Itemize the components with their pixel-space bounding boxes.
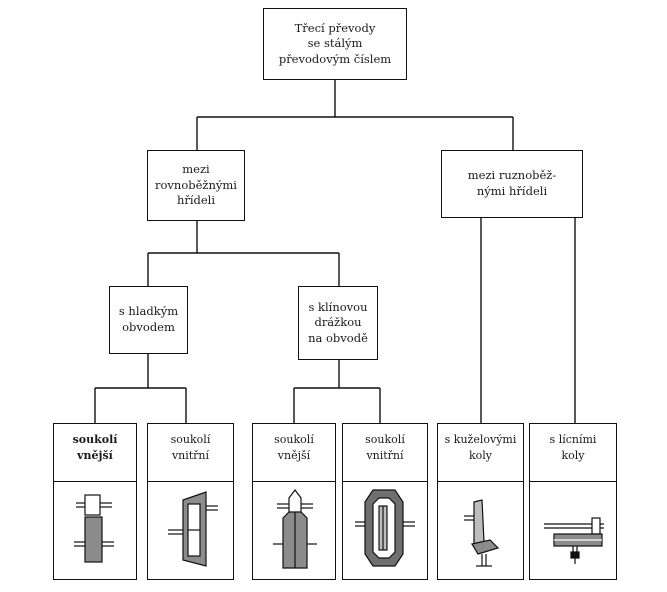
parallel-shafts-box: mezi rovnoběžnými hřídeli [147,150,245,221]
leaf-1-line-1: soukolí [72,433,118,446]
leaf-external-grooved: soukolí vnější [252,423,336,580]
leaf-bevel: s kuželovými koly [437,423,524,580]
leaf-1-line-2: vnější [77,448,113,462]
grooved-rim-box: s klínovou drážkou na obvodě [298,286,378,360]
leaf-external-smooth: soukolí vnější [53,423,137,580]
leaf-2-line-1: soukolí [170,433,211,446]
external-smooth-wheels-icon [54,482,136,579]
root-line-1: Třecí převody [294,20,376,35]
leaf-4-line-2: vnitřní [366,448,404,462]
smooth-line-2: obvodem [122,320,175,334]
leaf-internal-smooth: soukolí vnitřní [147,423,234,580]
parallel-line-3: hřídeli [176,193,216,208]
smooth-line-1: s hladkým [118,304,179,319]
bevel-wheels-icon [438,482,523,579]
parallel-line-1: mezi [182,162,210,177]
leaf-face: s lícními koly [529,423,617,580]
leaf-6-line-1: s lícními [549,433,597,446]
parallel-line-2: rovnoběžnými [155,177,237,192]
leaf-3-line-2: vnější [277,448,311,462]
internal-grooved-wheels-icon [343,482,427,579]
nonparallel-line-2: nými hřídeli [476,184,548,198]
external-grooved-wheels-icon [253,482,335,579]
groove-line-3: na obvodě [308,330,368,345]
leaf-5-line-2: koly [468,448,493,462]
groove-line-1: s klínovou [308,299,368,314]
leaf-4-line-1: soukolí [365,433,405,446]
groove-line-2: drážkou [314,315,362,330]
smooth-rim-box: s hladkým obvodem [109,286,188,354]
root-line-2: se stálým [307,36,363,51]
leaf-6-line-2: koly [561,448,585,462]
root-box: Třecí převody se stálým převodovým čísle… [263,8,407,80]
nonparallel-line-1: mezi ruznoběž- [467,168,557,183]
internal-smooth-wheels-icon [148,482,233,579]
leaf-internal-grooved: soukolí vnitřní [342,423,428,580]
root-line-3: převodovým číslem [278,51,392,66]
leaf-3-line-1: soukolí [274,433,314,446]
face-wheels-icon [530,482,616,579]
leaf-2-line-2: vnitřní [171,448,210,462]
leaf-5-line-1: s kuželovými [444,433,517,446]
nonparallel-shafts-box: mezi ruznoběž- nými hřídeli [441,150,583,218]
